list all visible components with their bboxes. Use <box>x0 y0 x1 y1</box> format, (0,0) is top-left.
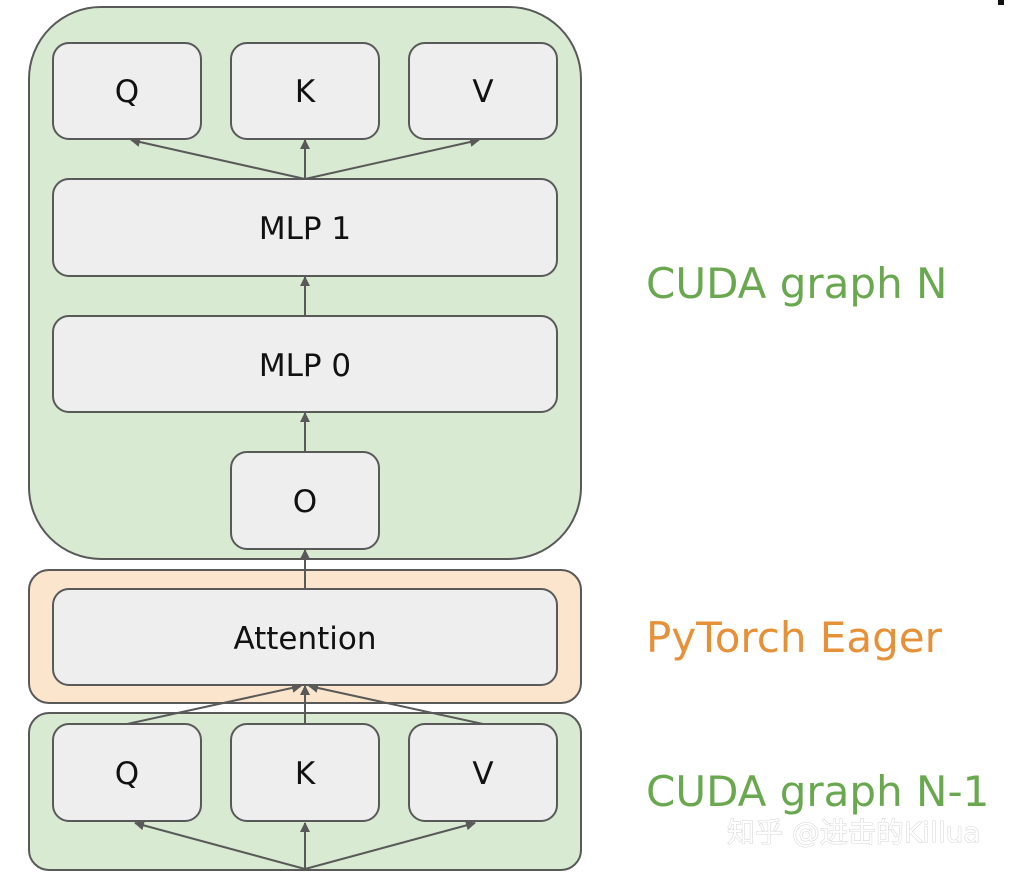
node-v-bottom[interactable]: V <box>408 723 558 822</box>
node-mlp0[interactable]: MLP 0 <box>52 315 558 413</box>
node-q-top[interactable]: Q <box>52 42 202 140</box>
node-attention[interactable]: Attention <box>52 588 558 686</box>
watermark: 知乎 @进击的Killua <box>727 816 981 849</box>
edge-mlp1-to-v <box>304 137 480 180</box>
edge-input-to-v <box>304 820 476 870</box>
node-k-top-label: K <box>295 74 316 110</box>
edge-input-to-q <box>134 820 306 870</box>
node-v-bottom-label: V <box>472 756 493 792</box>
node-q-bottom[interactable]: Q <box>52 723 202 822</box>
edges <box>126 137 484 870</box>
node-attention-label: Attention <box>233 621 376 657</box>
node-v-top[interactable]: V <box>408 42 558 140</box>
node-mlp1-label: MLP 1 <box>259 211 351 247</box>
node-v-top-label: V <box>472 74 493 110</box>
edge-v-to-attention <box>308 683 484 725</box>
edge-mlp1-to-q <box>130 137 306 180</box>
node-q-bottom-label: Q <box>115 756 139 792</box>
edge-q-to-attention <box>126 683 302 725</box>
node-k-bottom[interactable]: K <box>230 723 380 822</box>
node-k-bottom-label: K <box>295 756 316 792</box>
cropped-glyph-fragment <box>998 0 1004 5</box>
node-mlp1[interactable]: MLP 1 <box>52 178 558 277</box>
node-o-label: O <box>293 484 317 520</box>
node-o[interactable]: O <box>230 451 380 550</box>
node-k-top[interactable]: K <box>230 42 380 140</box>
label-cuda-graph-n: CUDA graph N <box>646 259 947 308</box>
node-mlp0-label: MLP 0 <box>259 348 351 384</box>
label-cuda-graph-n-minus-1: CUDA graph N-1 <box>646 767 989 816</box>
node-q-top-label: Q <box>115 74 139 110</box>
label-pytorch-eager: PyTorch Eager <box>646 613 943 662</box>
